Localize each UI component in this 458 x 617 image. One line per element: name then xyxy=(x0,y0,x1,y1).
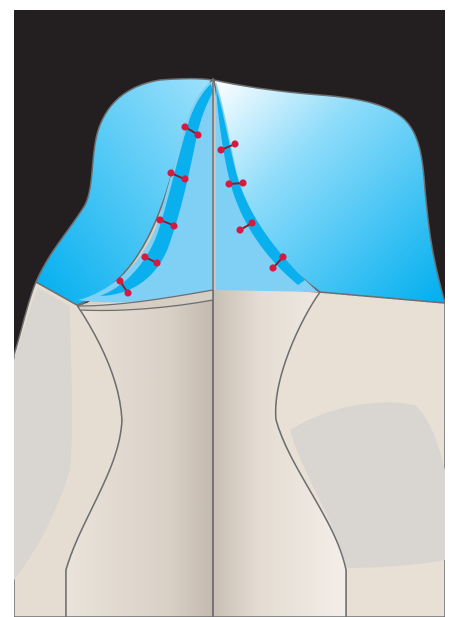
right-margin xyxy=(445,0,458,617)
left-margin xyxy=(0,0,14,617)
top-margin xyxy=(0,0,458,10)
